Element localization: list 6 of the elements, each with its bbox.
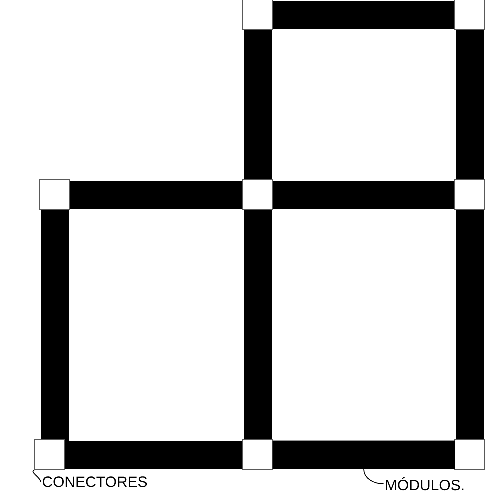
leader-line — [32, 470, 42, 482]
label-text: MÓDULOS. — [386, 477, 464, 491]
module-bar — [272, 440, 456, 470]
connector-block — [34, 440, 66, 470]
label-text: CONECTORES — [42, 476, 148, 488]
leader-line — [364, 468, 384, 484]
